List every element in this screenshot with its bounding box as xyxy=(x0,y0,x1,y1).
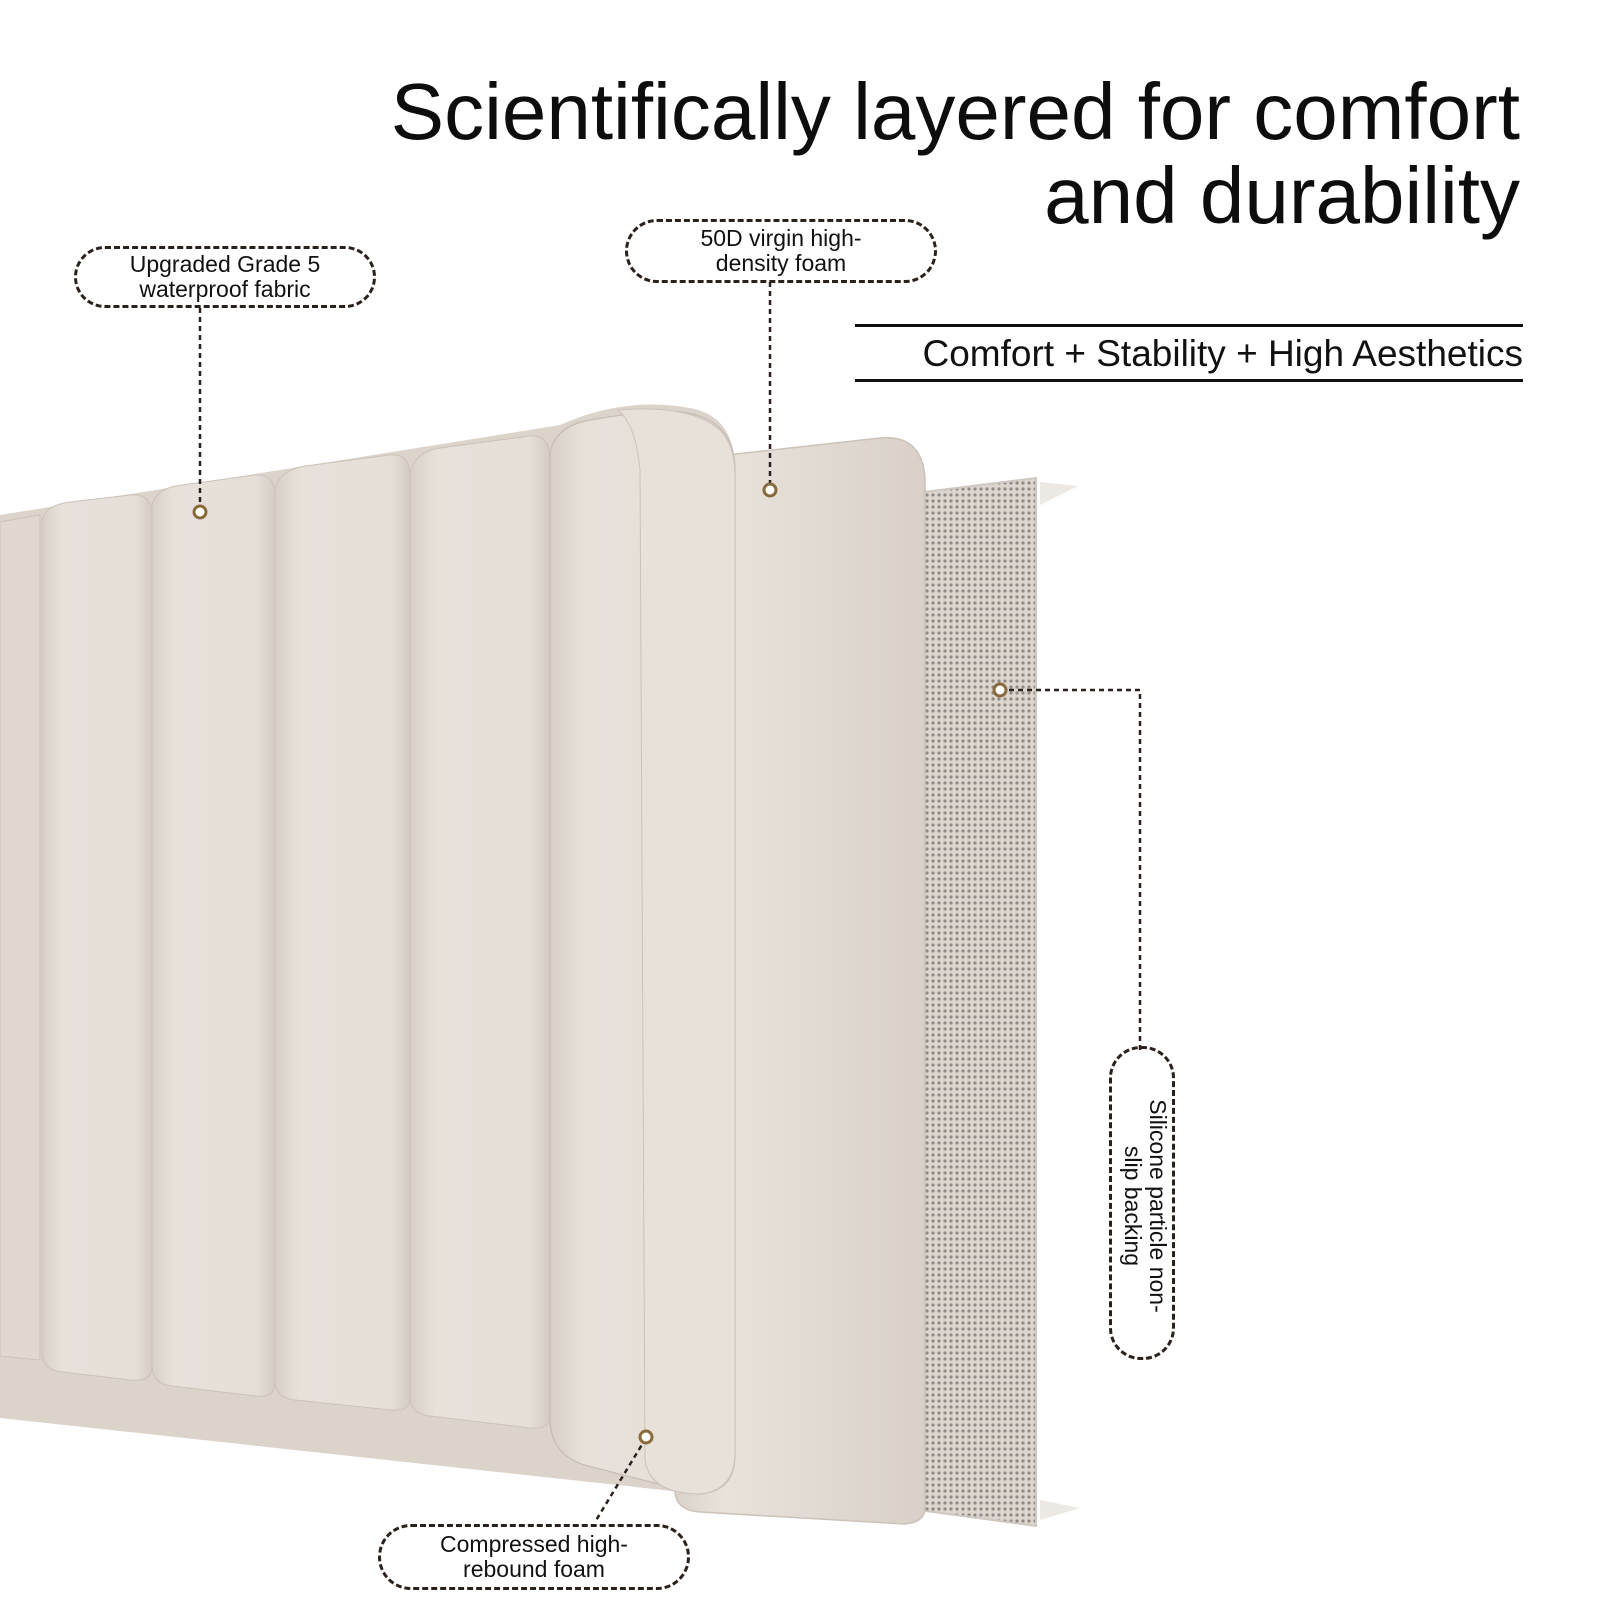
callout-foam: 50D virgin high- density foam xyxy=(625,219,937,283)
callout-backing-text: Silicone particle non- slip backing xyxy=(1109,1052,1181,1360)
fabric-panel xyxy=(0,404,736,1495)
subheadline: Comfort + Stability + High Aesthetics xyxy=(855,324,1523,382)
callout-backing-line-2: slip backing xyxy=(1120,1145,1147,1267)
callout-rebound-line-1: Compressed high- xyxy=(440,1531,628,1557)
headline: Scientifically layered for comfort and d… xyxy=(270,70,1520,238)
headline-line-2: and durability xyxy=(1044,151,1520,240)
headline-line-1: Scientifically layered for comfort xyxy=(390,67,1520,156)
callout-backing xyxy=(1109,1046,1175,1360)
callout-fabric-line-2: waterproof fabric xyxy=(139,276,311,302)
callout-rebound: Compressed high- rebound foam xyxy=(378,1524,690,1590)
callout-fabric-line-1: Upgraded Grade 5 xyxy=(129,251,321,277)
callout-foam-line-1: 50D virgin high- xyxy=(700,225,862,251)
callout-fabric: Upgraded Grade 5 waterproof fabric xyxy=(74,246,376,308)
callout-foam-line-2: density foam xyxy=(715,250,847,276)
leader-dots xyxy=(192,482,1008,1445)
callout-rebound-line-2: rebound foam xyxy=(463,1556,605,1582)
callout-backing-line-1: Silicone particle non- xyxy=(1145,1099,1172,1313)
leader-lines xyxy=(198,282,1142,1523)
